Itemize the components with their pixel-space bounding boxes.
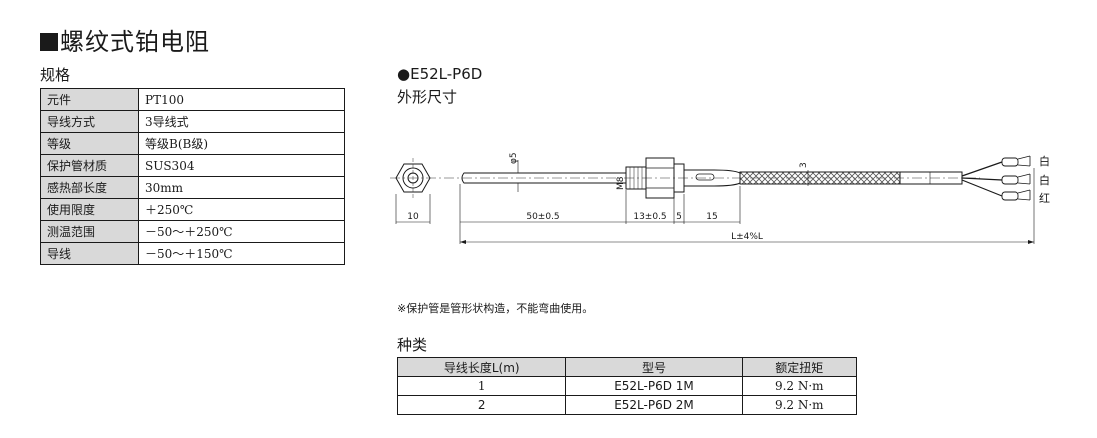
table-cell: 2 (396, 395, 567, 415)
usage-note: ※保护管是管形状构造，不能弯曲使用。 (397, 302, 594, 315)
spec-value: 3导线式 (138, 110, 345, 133)
spec-label: 元件 (40, 88, 139, 111)
wire-label: 白 (1039, 173, 1050, 187)
spec-value: ＋250℃ (138, 198, 345, 221)
table-row: 1 E52L-P6D 1M 9.2 N·m (396, 376, 858, 396)
dimension-drawing: 白 白 红 φ5 M8 3 10 50±0.5 13±0.5 5 15 L±4%… (390, 152, 1050, 244)
wire-label: 红 (1039, 192, 1050, 205)
dimension-label: 13±0.5 (633, 212, 666, 222)
types-heading: 种类 (397, 336, 428, 354)
spec-value: －50～＋150℃ (138, 242, 345, 265)
column-header: 型号 (565, 357, 743, 377)
spec-value: 等级B(B级) (138, 132, 345, 155)
table-cell: E52L-P6D 1M (565, 376, 743, 396)
types-table: 导线长度L(m) 型号 额定扭矩 1 E52L-P6D 1M 9.2 N·m 2… (396, 357, 858, 415)
thread-label: M8 (616, 176, 626, 190)
spec-value: －50～＋250℃ (138, 220, 345, 243)
protection-tube (461, 172, 627, 184)
spec-label: 导线 (40, 242, 139, 265)
column-header: 额定扭矩 (741, 357, 858, 377)
table-row: 2 E52L-P6D 2M 9.2 N·m (396, 395, 858, 415)
braided-lead (739, 171, 901, 185)
dimension-label: 15 (706, 212, 717, 222)
table-row: 等级等级B(B级) (40, 132, 345, 155)
spec-heading: 规格 (40, 66, 71, 84)
wire-terminal (1001, 155, 1031, 167)
dimension-label: 5 (676, 212, 682, 222)
square-bullet-icon (40, 33, 58, 51)
table-row: 测温范围－50～＋250℃ (40, 220, 345, 243)
spec-value: PT100 (138, 88, 345, 111)
dimensions-heading: 外形尺寸 (397, 88, 458, 106)
table-cell: E52L-P6D 2M (565, 395, 743, 415)
column-header: 导线长度L(m) (396, 357, 567, 377)
hex-nut-end-view (395, 163, 431, 193)
spec-label: 等级 (40, 132, 139, 155)
spec-label: 导线方式 (40, 110, 139, 133)
spec-value: 30mm (138, 176, 345, 199)
spec-label: 使用限度 (40, 198, 139, 221)
dimension-label: 50±0.5 (526, 212, 559, 222)
lead-diameter-label: 3 (799, 162, 809, 168)
model-name: ●E52L-P6D (397, 65, 483, 83)
total-length-label: L±4%L (731, 232, 763, 242)
table-row: 导线－50～＋150℃ (40, 242, 345, 265)
table-cell: 1 (396, 376, 567, 396)
wire-terminal (1001, 189, 1031, 201)
dimension-label: 10 (407, 212, 419, 222)
spec-value: SUS304 (138, 154, 345, 177)
spec-label: 保护管材质 (40, 154, 139, 177)
wire-label: 白 (1039, 154, 1050, 168)
wire-terminal (1001, 173, 1031, 185)
table-cell: 9.2 N·m (741, 376, 858, 396)
diameter-label: φ5 (509, 152, 519, 164)
table-cell: 9.2 N·m (741, 395, 858, 415)
table-header-row: 导线长度L(m) 型号 额定扭矩 (396, 357, 858, 377)
spec-label: 测温范围 (40, 220, 139, 243)
page-title: 螺纹式铂电阻 (40, 26, 210, 58)
table-row: 使用限度＋250℃ (40, 198, 345, 221)
spec-label: 感热部长度 (40, 176, 139, 199)
